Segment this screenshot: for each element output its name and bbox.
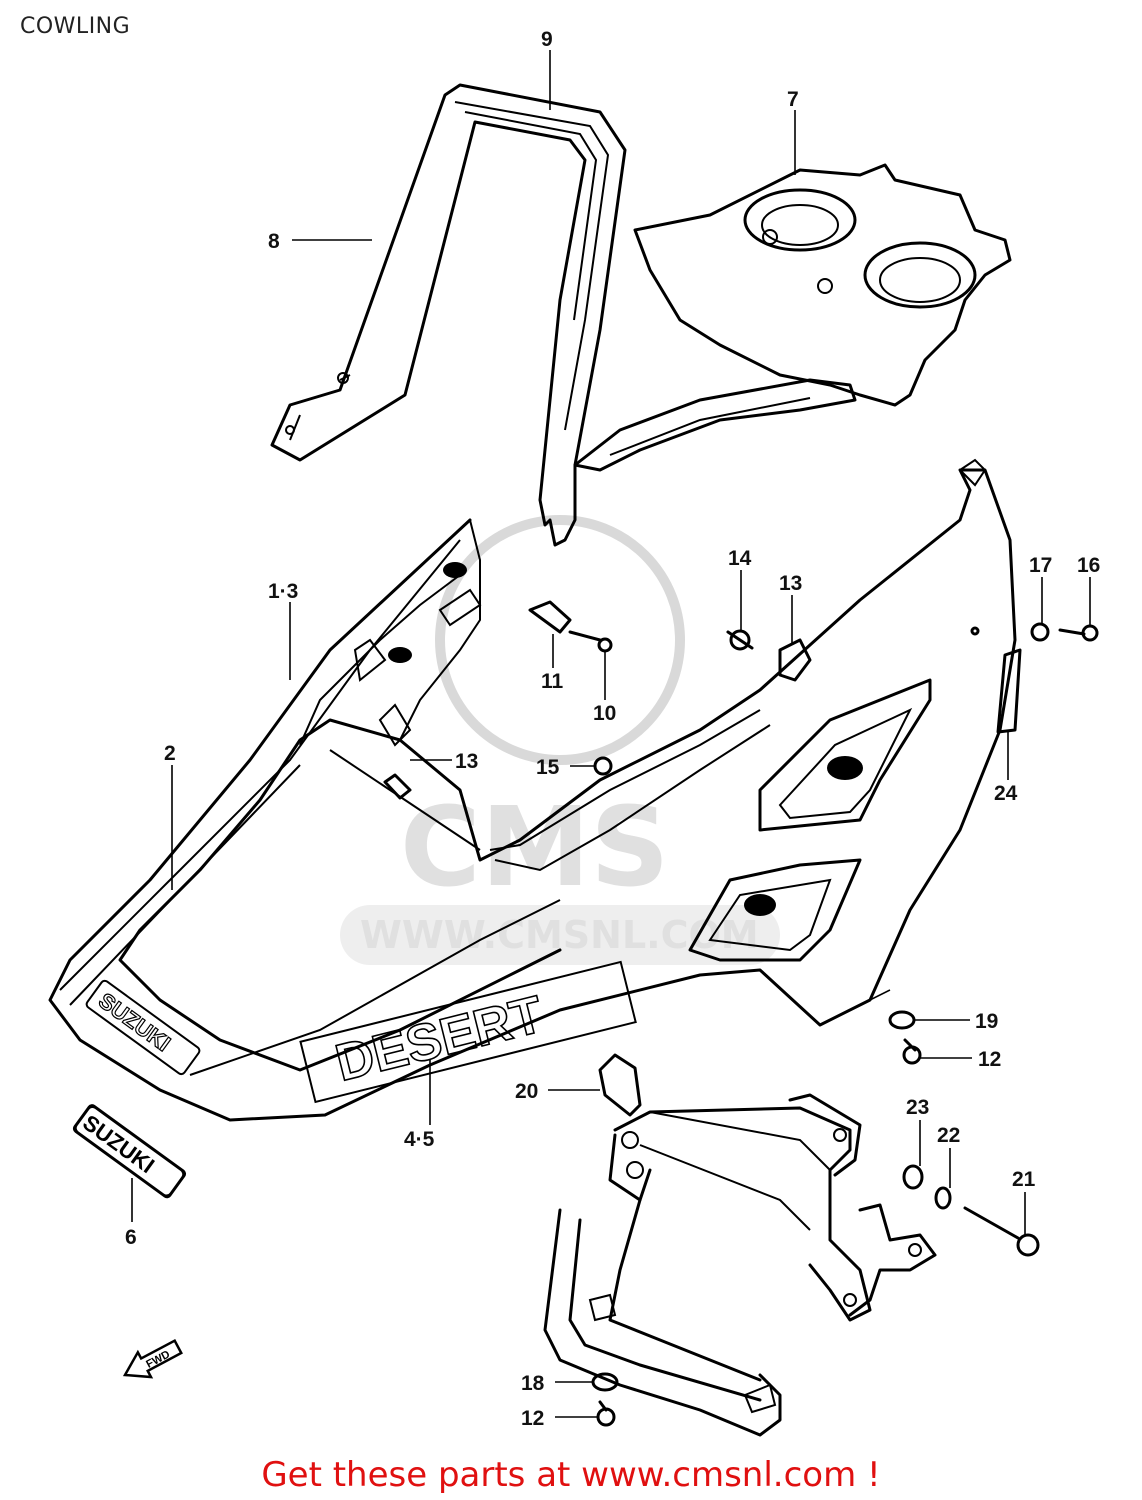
page-title: COWLING: [20, 14, 131, 39]
callout-19: 19: [975, 1010, 998, 1033]
callout-12-right: 12: [978, 1048, 1001, 1071]
callout-23: 23: [906, 1096, 929, 1119]
callout-20: 20: [515, 1080, 538, 1103]
callout-12-bottom: 12: [521, 1407, 544, 1430]
callout-13-mid: 13: [455, 750, 478, 773]
leader-lines: [131, 50, 1091, 1418]
watermark-logo-text: CMS: [400, 783, 669, 911]
hardware: [383, 600, 1099, 1427]
fwd-arrow-icon: FWD: [122, 1338, 183, 1379]
callout-7: 7: [787, 88, 799, 111]
fwd-arrow-label: FWD: [144, 1348, 172, 1370]
suzuki-decal-on-cowl: SUZUKI: [85, 979, 201, 1076]
callout-17: 17: [1029, 554, 1052, 577]
callout-8: 8: [268, 230, 280, 253]
callout-6: 6: [125, 1226, 137, 1249]
callout-1-3: 1·3: [268, 580, 298, 603]
callout-2: 2: [164, 742, 176, 765]
cowl-bracket: [543, 1053, 937, 1437]
callout-13-top: 13: [779, 572, 802, 595]
meter-panel: [573, 163, 1012, 472]
model-decal-text: DESERT: [330, 985, 549, 1092]
callout-labels: 9 7 8 14 13 17 16 1·3 11 10 2 13 15 24 1…: [125, 28, 1100, 1430]
callout-18: 18: [521, 1372, 545, 1395]
callout-10: 10: [593, 702, 616, 725]
desert-decal: DESERT: [299, 960, 637, 1104]
windscreen: [270, 83, 627, 547]
front-cowl: [48, 458, 1017, 1122]
watermark: CMS WWW.CMSNL.COM: [340, 515, 780, 965]
callout-9: 9: [541, 28, 553, 51]
callout-16: 16: [1077, 554, 1100, 577]
callout-11: 11: [541, 670, 564, 693]
footer-link-text[interactable]: Get these parts at www.cmsnl.com !: [261, 1455, 881, 1495]
callout-21: 21: [1012, 1168, 1036, 1191]
callout-22: 22: [937, 1124, 960, 1147]
callout-15: 15: [536, 756, 560, 779]
callout-14: 14: [728, 547, 752, 570]
callout-4-5: 4·5: [404, 1128, 435, 1151]
suzuki-emblem: SUZUKI: [72, 1104, 187, 1199]
callout-24: 24: [994, 782, 1018, 805]
